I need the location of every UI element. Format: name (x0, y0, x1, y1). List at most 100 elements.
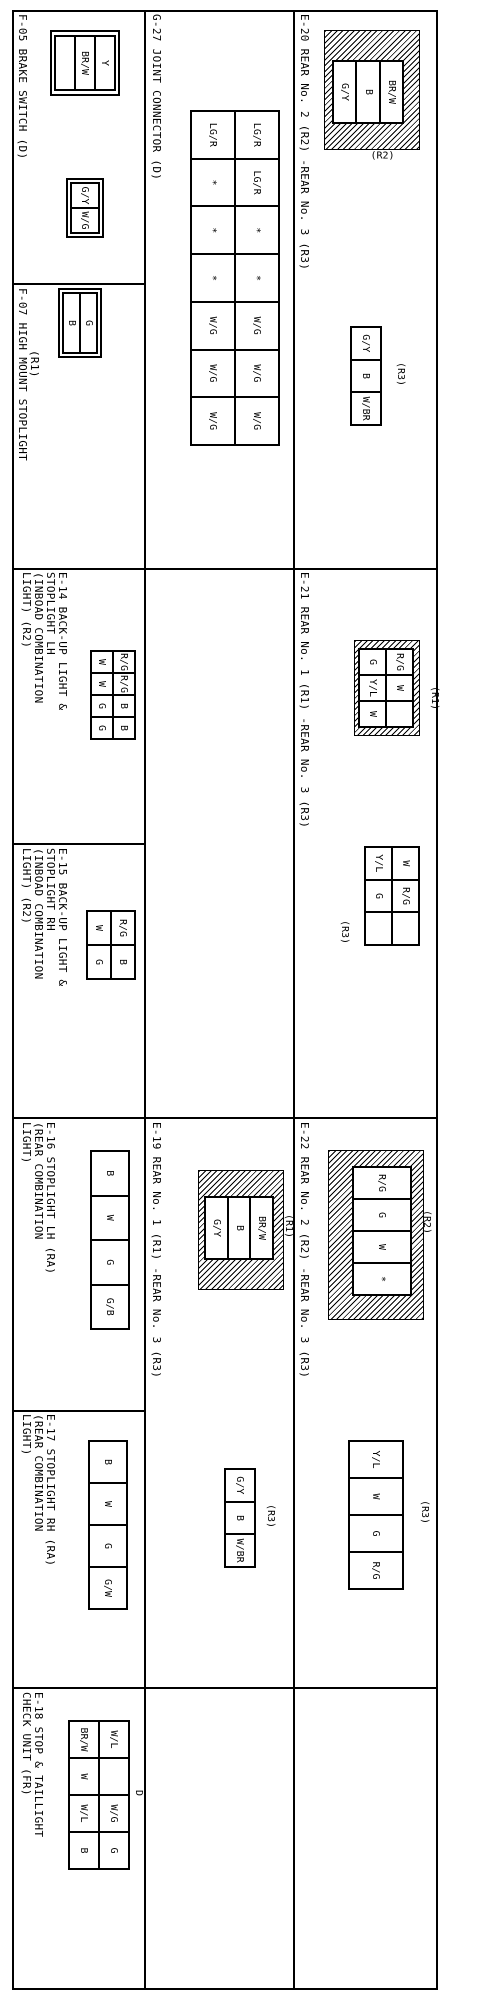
e20-r2-pin: BR/W (379, 61, 403, 123)
e20-r3-connector: G/Y B W/BR (350, 326, 382, 426)
e21-r3-connector: W R/G Y/L G (364, 846, 420, 946)
e15-connector: R/G B W G (86, 910, 136, 980)
e20-r2-pin: G/Y (333, 61, 357, 123)
e15-pin: R/G (111, 911, 135, 945)
e17-pin: G (89, 1525, 127, 1567)
e20-r3-pin: B (351, 359, 381, 393)
e19-r3-pin: W/BR (225, 1534, 255, 1567)
e14-connector: R/G R/G B B W W G G (90, 650, 136, 740)
frame-bottom (12, 10, 14, 1990)
e21-r1-pin: Y/L (359, 675, 386, 701)
e14-pin: B (113, 695, 135, 717)
e21-r1-pin (386, 701, 413, 727)
e21-label: E-21 REAR No. 1 (R1) -REAR No. 3 (R3) (298, 572, 311, 829)
e22-r2-pin: R/G (353, 1167, 411, 1199)
row-divider-a2 (293, 1687, 295, 1989)
f05-f07-divider (12, 283, 146, 285)
e19-r3-connector: G/Y B W/BR (224, 1468, 256, 1568)
f05-connector-a: Y BR/W (50, 30, 120, 96)
e22-r2-connector: R/G G W * (352, 1166, 412, 1296)
e17-label: E-17 STOPLIGHT RH (RA) (REAR COMBINATION… (20, 1414, 57, 1567)
e21-r1-pin: W (386, 675, 413, 701)
e22-r3-pin: Y/L (349, 1441, 403, 1478)
e16-pin: G (91, 1240, 129, 1285)
e17-pin: G/W (89, 1567, 127, 1609)
g27-pin: W/G (191, 349, 235, 398)
e14-pin: G (91, 695, 113, 717)
e19-r1-connector: BR/W B G/Y (204, 1196, 274, 1260)
e18-pin: BR/W (69, 1721, 99, 1758)
e19-r1-pin: BR/W (250, 1197, 273, 1259)
g27-pin: * (191, 254, 235, 302)
e15-pin: B (111, 945, 135, 979)
g27-pin: W/G (235, 301, 279, 350)
f05-pin-gy: G/Y (71, 183, 99, 208)
f07-connector: G B (58, 288, 102, 358)
f07-label: F-07 HIGH MOUNT STOPLIGHT (16, 288, 29, 462)
frame-left (12, 10, 438, 12)
e14-pin: R/G (113, 651, 135, 673)
e18-pin: W/G (99, 1795, 129, 1832)
e21-r3-caption: (R3) (339, 920, 350, 945)
col-divider-1 (12, 568, 438, 570)
e19-r3-pin: G/Y (225, 1469, 255, 1502)
e18-caption: D (133, 1790, 144, 1797)
e16-pin: W (91, 1195, 129, 1240)
e22-r2-caption: (R2) (421, 1210, 432, 1235)
e17-pin: B (89, 1441, 127, 1483)
e16-e17-divider (12, 1410, 146, 1412)
e19-r1-caption: (R1) (283, 1214, 294, 1239)
e20-r2-pin: B (356, 61, 380, 123)
e18-pin (99, 1758, 129, 1795)
col-divider-3 (12, 1687, 438, 1689)
e16-pin: B (91, 1151, 129, 1196)
e22-r3-connector: Y/L W G R/G (348, 1440, 404, 1590)
e14-pin: R/G (113, 673, 135, 695)
e21-r3-pin (365, 912, 392, 945)
e17-pin: W (89, 1483, 127, 1525)
e21-r1-pin: G (359, 649, 386, 675)
e22-r2-pin: * (353, 1263, 411, 1295)
g27-pin: W/G (191, 397, 235, 445)
e19-r3-caption: (R3) (265, 1504, 276, 1529)
e18-connector: W/L W/G G BR/W W W/L B (68, 1720, 130, 1870)
e16-connector: B W G G/B (90, 1150, 130, 1330)
e21-r1-caption: (R1) (429, 686, 440, 711)
e18-pin: W/L (99, 1721, 129, 1758)
e21-r3-pin: G (365, 879, 392, 913)
e14-pin: W (91, 673, 113, 695)
e15-label: E-15 BACK-UP LIGHT & STOPLIGHT RH (INBOA… (20, 848, 69, 987)
e16-pin: G/B (91, 1284, 129, 1329)
e21-r1-pin: W (359, 701, 386, 727)
e22-r3-pin: W (349, 1478, 403, 1515)
e18-label: E-18 STOP & TAILLIGHT CHECK UNIT (FR) (20, 1692, 45, 1838)
e14-pin: B (113, 717, 135, 739)
e20-r2-caption: (R2) (370, 150, 395, 162)
frame-top (436, 10, 438, 1990)
f07-pin-b: B (63, 293, 80, 353)
e20-label: E-20 REAR No. 2 (R2) -REAR No. 3 (R3) (298, 14, 311, 271)
row-divider-a (293, 10, 295, 1688)
e22-r2-pin: G (353, 1199, 411, 1231)
e15-pin: G (87, 945, 111, 979)
e22-r3-pin: G (349, 1515, 403, 1552)
g27-pin: W/G (191, 301, 235, 350)
e19-r1-pin: B (227, 1197, 251, 1259)
e14-pin: G (91, 717, 113, 739)
e21-r3-pin (392, 912, 419, 945)
e22-label: E-22 REAR No. 2 (R2) -REAR No. 3 (R3) (298, 1122, 311, 1379)
g27-pin: LG/R (235, 111, 279, 159)
e20-r2-connector: BR/W B G/Y (332, 60, 404, 124)
e21-r1-pin: R/G (386, 649, 413, 675)
row-divider-b (144, 10, 146, 1688)
e19-label: E-19 REAR No. 1 (R1) -REAR No. 3 (R3) (150, 1122, 163, 1379)
frame-right (12, 1988, 438, 1990)
row-divider-b2 (144, 1687, 146, 1989)
f07-sub: (R1) (28, 350, 41, 378)
e20-r3-pin: W/BR (351, 392, 381, 425)
g27-label: G-27 JOINT CONNECTOR (D) (150, 14, 163, 181)
e15-pin: W (87, 911, 111, 945)
e14-label: E-14 BACK-UP LIGHT & STOPLIGHT LH (INBOA… (20, 572, 69, 711)
e22-r2-pin: W (353, 1231, 411, 1263)
e14-pin: W (91, 651, 113, 673)
